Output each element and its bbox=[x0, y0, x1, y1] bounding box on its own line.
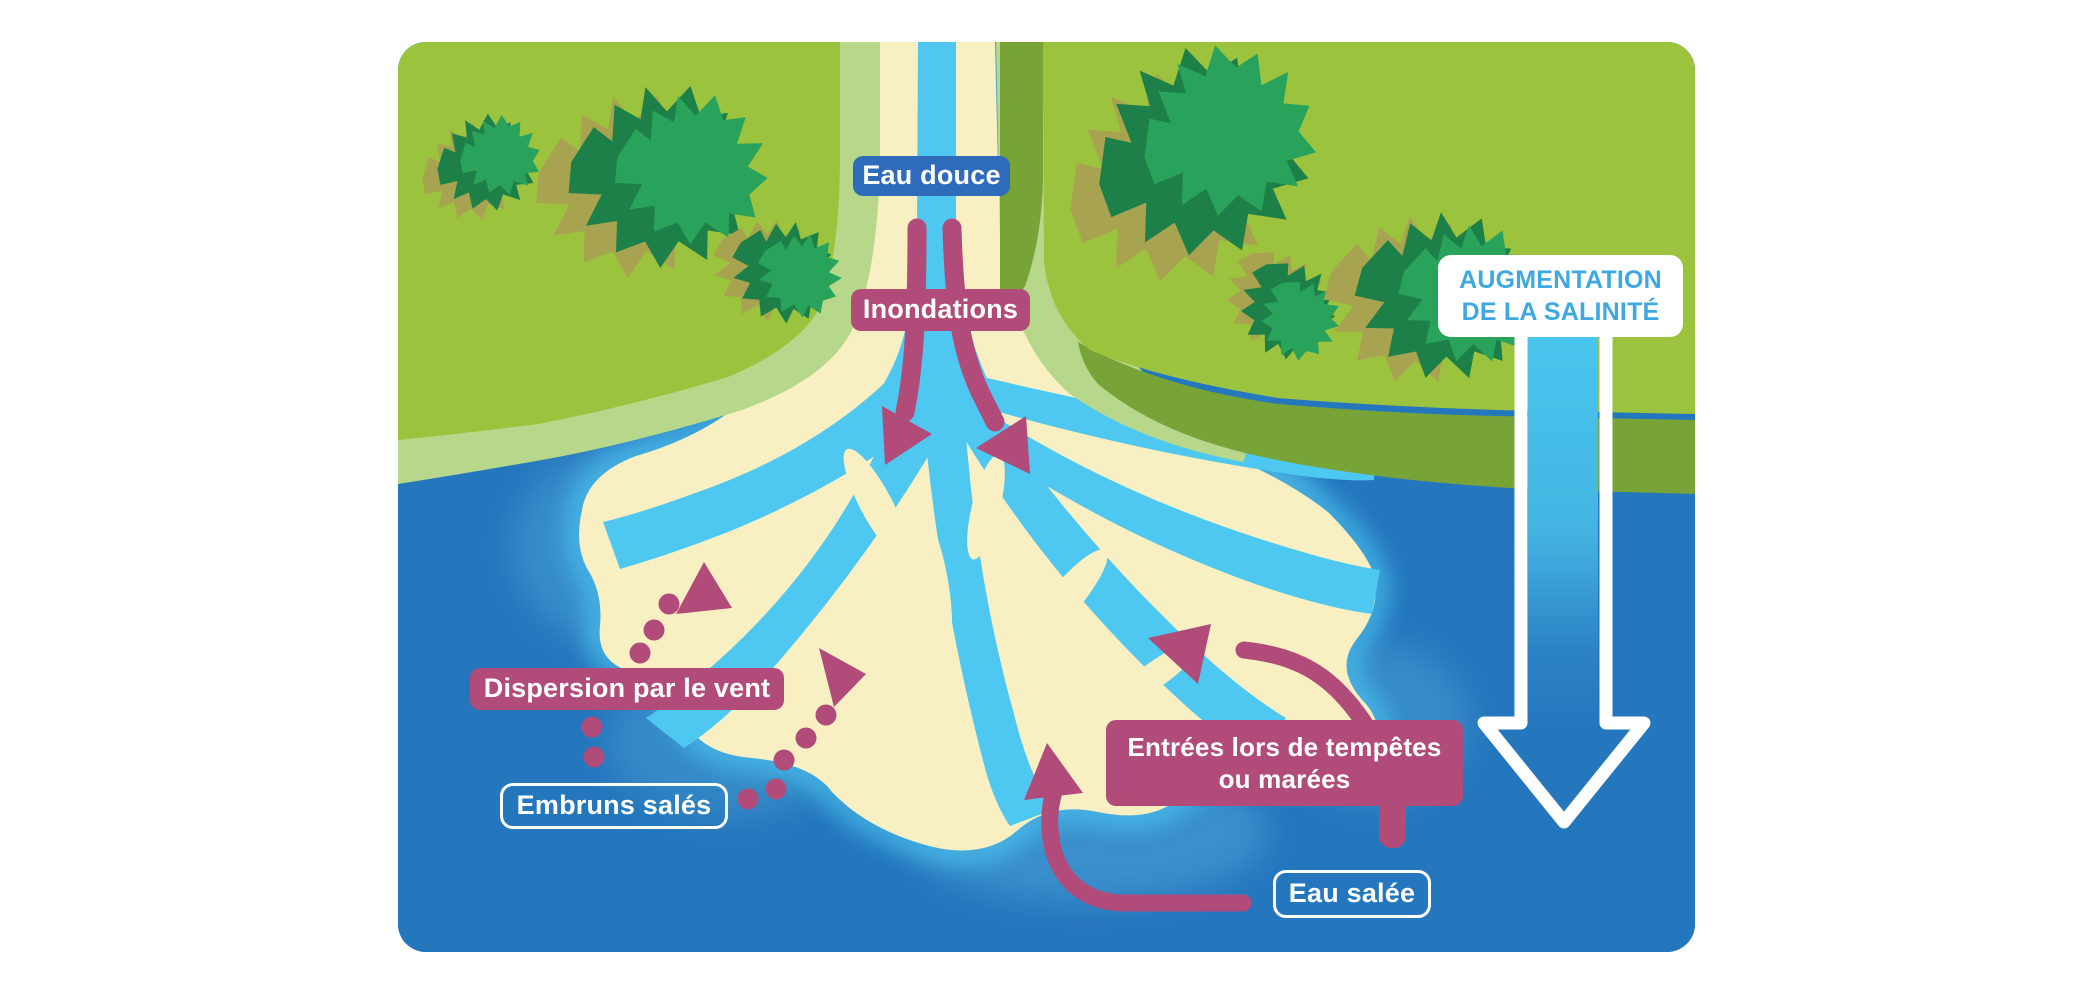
salt-water-arrowhead-icon bbox=[1024, 743, 1083, 800]
salinity-arrow-shaft bbox=[1528, 336, 1598, 728]
label-augmentation-line1: AUGMENTATION bbox=[1459, 265, 1662, 294]
storm-arrowhead-icon bbox=[1148, 624, 1211, 684]
wind-trail-left bbox=[581, 562, 732, 768]
wind-trail-right bbox=[737, 648, 866, 810]
label-entrees-tempetes: Entrées lors de tempêtes ou marées bbox=[1106, 720, 1463, 806]
label-dispersion-text: Dispersion par le vent bbox=[483, 673, 771, 704]
label-entrees-line1: Entrées lors de tempêtes bbox=[1127, 731, 1442, 762]
storm-entry-arrow bbox=[1235, 641, 1382, 746]
label-embruns-sales: Embruns salés bbox=[500, 783, 728, 829]
label-eau-douce-text: Eau douce bbox=[862, 160, 1001, 191]
illustration-artwork bbox=[398, 42, 1695, 952]
flood-arrowheads bbox=[882, 406, 1030, 474]
wind-arrowhead-icon bbox=[819, 648, 866, 707]
label-embruns-text: Embruns salés bbox=[516, 790, 712, 821]
label-augmentation-salinite: AUGMENTATION DE LA SALINITÉ bbox=[1438, 255, 1683, 337]
label-eau-salee-text: Eau salée bbox=[1288, 878, 1416, 909]
salinity-increase-arrow bbox=[1477, 336, 1651, 829]
salt-water-arrow bbox=[1041, 779, 1252, 912]
salinity-arrow-outline-icon bbox=[1477, 336, 1651, 829]
wind-arrowhead-icon bbox=[676, 562, 732, 614]
label-augmentation-line2: DE LA SALINITÉ bbox=[1461, 298, 1660, 326]
label-dispersion-vent: Dispersion par le vent bbox=[470, 668, 784, 710]
label-eau-salee: Eau salée bbox=[1273, 870, 1431, 918]
label-inondations-text: Inondations bbox=[862, 294, 1019, 325]
estuary-illustration: Eau douce Inondations AUGMENTATION DE LA… bbox=[398, 42, 1695, 952]
label-entrees-line2: ou marées bbox=[1218, 764, 1351, 794]
storm-entry-arrows bbox=[1024, 624, 1406, 912]
flood-arrowhead-right-icon bbox=[976, 416, 1030, 474]
flood-arrowhead-left-icon bbox=[882, 406, 932, 465]
label-inondations: Inondations bbox=[851, 289, 1030, 331]
label-eau-douce: Eau douce bbox=[853, 156, 1010, 196]
